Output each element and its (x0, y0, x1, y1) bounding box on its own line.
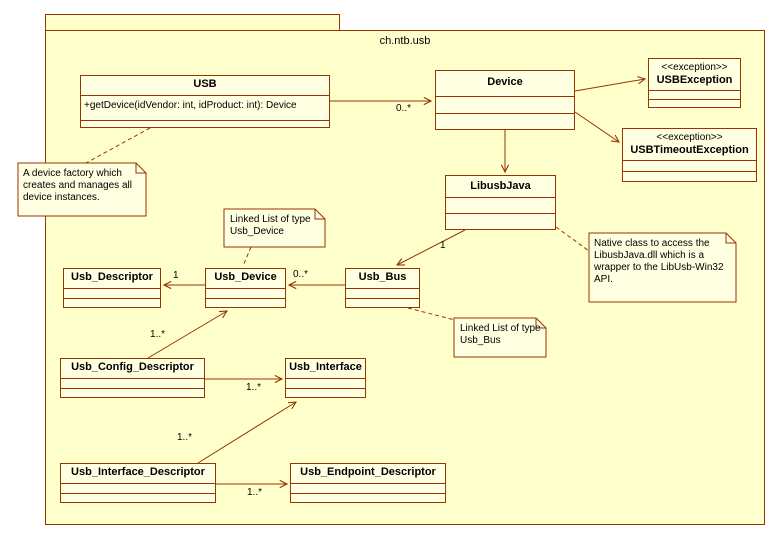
class-name: Usb_Interface_Descriptor (71, 466, 205, 478)
note-link-usb (85, 127, 151, 164)
class-usbtimeoutexception[interactable]: <<exception>> USBTimeoutException (622, 128, 757, 182)
class-usb-config-descriptor[interactable]: Usb_Config_Descriptor (60, 358, 205, 398)
note-linked-list-usb-bus[interactable] (453, 317, 547, 358)
multiplicity-label: 0..* (396, 103, 412, 114)
operations-compartment (446, 213, 555, 229)
assoc-device-usbexception (574, 79, 645, 92)
operations-compartment (346, 298, 419, 307)
package-name: ch.ntb.usb (379, 35, 431, 47)
attributes-compartment (64, 288, 160, 298)
class-usb-device[interactable]: Usb_Device (205, 268, 286, 308)
attributes-compartment (346, 288, 419, 298)
operations-compartment (61, 388, 204, 397)
class-name: Usb_Interface (289, 361, 362, 373)
operation: +getDevice(idVendor: int, idProduct: int… (84, 100, 297, 111)
class-title: <<exception>> USBException (649, 59, 740, 90)
note-link-usbbus (407, 307, 456, 321)
note-fold-icon (135, 163, 146, 174)
note-text: Linked List of type Usb_Bus (460, 323, 541, 346)
class-name: USB (193, 78, 217, 90)
attributes-compartment (291, 483, 445, 493)
attributes-compartment (649, 90, 740, 99)
multiplicity-label: 1..* (246, 382, 262, 393)
note-text: A device factory which creates and manag… (23, 168, 132, 203)
assoc-libusbjava-bus (397, 229, 466, 265)
class-libusbjava[interactable]: LibusbJava (445, 175, 556, 230)
note-fold-icon (535, 318, 546, 329)
operations-compartment (623, 171, 756, 181)
class-name: Usb_Endpoint_Descriptor (300, 466, 436, 478)
multiplicity-label: 1..* (150, 329, 166, 340)
class-usbexception[interactable]: <<exception>> USBException (648, 58, 741, 108)
note-native-class[interactable] (588, 232, 737, 303)
class-name: Usb_Bus (358, 271, 407, 283)
multiplicity-label: 1..* (247, 487, 263, 498)
class-usb-interface-descriptor[interactable]: Usb_Interface_Descriptor (60, 463, 216, 503)
operations-compartment (291, 493, 445, 502)
operations-compartment (64, 298, 160, 307)
attributes-compartment (286, 378, 365, 388)
class-usb-bus[interactable]: Usb_Bus (345, 268, 420, 308)
attributes-compartment (206, 288, 285, 298)
class-usb[interactable]: USB +getDevice(idVendor: int, idProduct:… (80, 75, 330, 128)
class-usb-descriptor[interactable]: Usb_Descriptor (63, 268, 161, 308)
note-fold-icon (314, 209, 325, 220)
operations-compartment: +getDevice(idVendor: int, idProduct: int… (81, 95, 329, 120)
class-name: LibusbJava (470, 180, 531, 192)
class-name: Usb_Descriptor (71, 271, 153, 283)
note-device-factory[interactable] (17, 162, 147, 217)
operations-compartment (286, 388, 365, 397)
operations-compartment (436, 113, 574, 129)
multiplicity-label: 1 (440, 240, 446, 251)
attributes-compartment (61, 483, 215, 493)
multiplicity-label: 1 (173, 270, 179, 281)
assoc-ifdescriptor-interface (197, 402, 296, 464)
multiplicity-label: 1..* (177, 432, 193, 443)
class-name: Usb_Config_Descriptor (71, 361, 194, 373)
operations-compartment (206, 298, 285, 307)
stereotype: <<exception>> (656, 132, 723, 143)
operations-compartment (61, 493, 215, 502)
attributes-compartment (61, 378, 204, 388)
note-linked-list-usb-device[interactable] (223, 208, 326, 248)
class-device[interactable]: Device (435, 70, 575, 130)
class-name: Usb_Device (214, 271, 277, 283)
class-title: <<exception>> USBTimeoutException (623, 129, 756, 160)
multiplicity-label: 0..* (293, 269, 309, 280)
note-link-libusbjava (555, 226, 590, 252)
assoc-device-usbtimeoutexception (574, 111, 619, 142)
note-link-usbdevice (242, 246, 252, 267)
class-usb-endpoint-descriptor[interactable]: Usb_Endpoint_Descriptor (290, 463, 446, 503)
class-name: Device (487, 76, 523, 88)
attributes-compartment (623, 160, 756, 171)
class-name: USBException (656, 74, 733, 86)
attributes-compartment (446, 197, 555, 213)
operations-compartment (649, 99, 740, 107)
note-fold-icon (725, 233, 736, 244)
note-text: Native class to access the LibusbJava.dl… (594, 238, 724, 285)
attributes-compartment (436, 96, 574, 113)
note-text: Linked List of type Usb_Device (230, 214, 311, 237)
stereotype: <<exception>> (661, 62, 728, 73)
attributes-compartment (81, 120, 329, 127)
class-usb-interface[interactable]: Usb_Interface (285, 358, 366, 398)
assoc-config-usbdevice (147, 311, 227, 359)
class-name: USBTimeoutException (630, 144, 749, 156)
